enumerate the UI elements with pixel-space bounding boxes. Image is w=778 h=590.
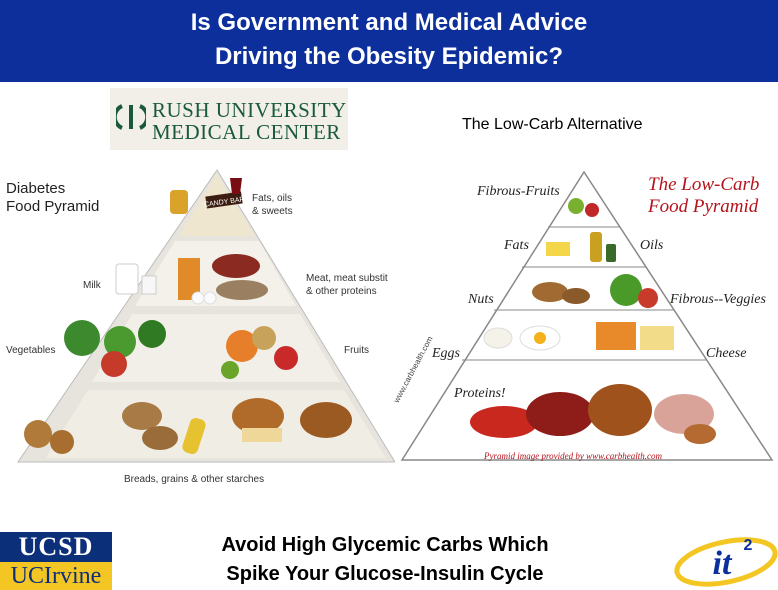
- label-fats-lowcarb: Fats: [504, 238, 529, 253]
- key-message-line-2: Spike Your Glucose-Insulin Cycle: [226, 563, 544, 585]
- it2-logo: it 2: [674, 537, 778, 587]
- low-carb-pyramid-heading: The Low-Carb Food Pyramid: [648, 174, 760, 217]
- key-message: Avoid High Glycemic Carbs Which Spike Yo…: [175, 531, 595, 589]
- label-cheese: Cheese: [706, 346, 747, 361]
- milk-jug-icon: [115, 263, 139, 295]
- egg-icon: [483, 327, 513, 349]
- tomato-icon: [638, 288, 658, 308]
- broccoli-icon: [64, 320, 100, 356]
- oil-bottle-icon: [590, 232, 602, 262]
- tomato-icon: [101, 351, 127, 377]
- ucsd-logo: UCSD: [0, 532, 112, 562]
- uc-irvine-logo: UCIrvine: [0, 562, 112, 590]
- fish-icon: [216, 280, 268, 300]
- rush-logo-line-1: RUSH UNIVERSITY: [152, 98, 347, 122]
- label-proteins: & other proteins: [306, 286, 377, 297]
- svg-text:2: 2: [744, 537, 753, 554]
- label-fibrous-fruits: Fibrous-Fruits: [477, 184, 560, 199]
- slide-title-line-1: Is Government and Medical Advice: [190, 9, 588, 36]
- candy-bar-icon: [205, 191, 243, 209]
- lobster-icon: [470, 406, 538, 438]
- slide-title-line-2: Driving the Obesity Epidemic?: [214, 43, 564, 70]
- steak-icon: [526, 392, 594, 436]
- berries-icon: [585, 203, 599, 217]
- apple-icon: [274, 346, 298, 370]
- label-meat: Meat, meat substit: [306, 273, 388, 284]
- it2-orbit-icon: [674, 537, 778, 587]
- label-oils: Oils: [640, 238, 664, 253]
- key-message-line-1: Avoid High Glycemic Carbs Which: [221, 534, 549, 556]
- rush-university-logo: RUSH UNIVERSITY MEDICAL CENTER: [110, 88, 348, 150]
- chicken-leg-icon: [684, 424, 716, 444]
- diabetes-pyramid-title: Diabetes Food Pyramid: [6, 180, 100, 215]
- oil-bottle-icon: [170, 190, 188, 214]
- corn-icon: [182, 417, 206, 455]
- diabetes-food-pyramid-image: CANDY BAR: [17, 169, 395, 463]
- label-proteins-lowcarb: Proteins!: [454, 386, 506, 401]
- ham-icon: [654, 394, 714, 434]
- bread-icon: [232, 398, 284, 434]
- meat-icon: [212, 254, 260, 278]
- label-sweets: & sweets: [252, 206, 293, 217]
- pear-icon: [252, 326, 276, 350]
- bread-loaf-icon: [300, 402, 352, 438]
- label-breads: Breads, grains & other starches: [124, 474, 265, 485]
- cereal-icon: [24, 420, 52, 448]
- roast-chicken-icon: [588, 384, 652, 436]
- svg-text:it: it: [713, 545, 733, 582]
- pyramid-image-credit: Pyramid image provided by www.carbhealth…: [484, 451, 662, 461]
- low-carb-subtitle: The Low-Carb Alternative: [462, 116, 643, 133]
- rush-shield-icon: [116, 104, 146, 130]
- nuts-icon: [532, 282, 568, 302]
- label-nuts: Nuts: [468, 292, 494, 307]
- label-fruits: Fruits: [344, 345, 369, 356]
- slide-title-banner: Is Government and Medical Advice Driving…: [0, 0, 778, 82]
- label-vegetables: Vegetables: [6, 345, 56, 356]
- orange-icon: [226, 330, 258, 362]
- butter-icon: [546, 242, 570, 256]
- potato-icon: [122, 402, 162, 430]
- kiwi-icon: [568, 198, 584, 214]
- cheese-icon: [178, 258, 200, 300]
- label-fats-oils: Fats, oils: [252, 193, 293, 204]
- label-fibrous-veggies: Fibrous--Veggies: [670, 292, 766, 307]
- label-eggs: Eggs: [432, 346, 460, 361]
- low-carb-food-pyramid-image: [400, 170, 774, 461]
- cheese-icon: [596, 322, 636, 350]
- rush-logo-line-2: MEDICAL CENTER: [152, 120, 341, 144]
- wine-glass-icon: [230, 178, 242, 194]
- pasta-icon: [242, 428, 282, 442]
- label-milk: Milk: [83, 280, 101, 291]
- lettuce-icon: [610, 274, 642, 306]
